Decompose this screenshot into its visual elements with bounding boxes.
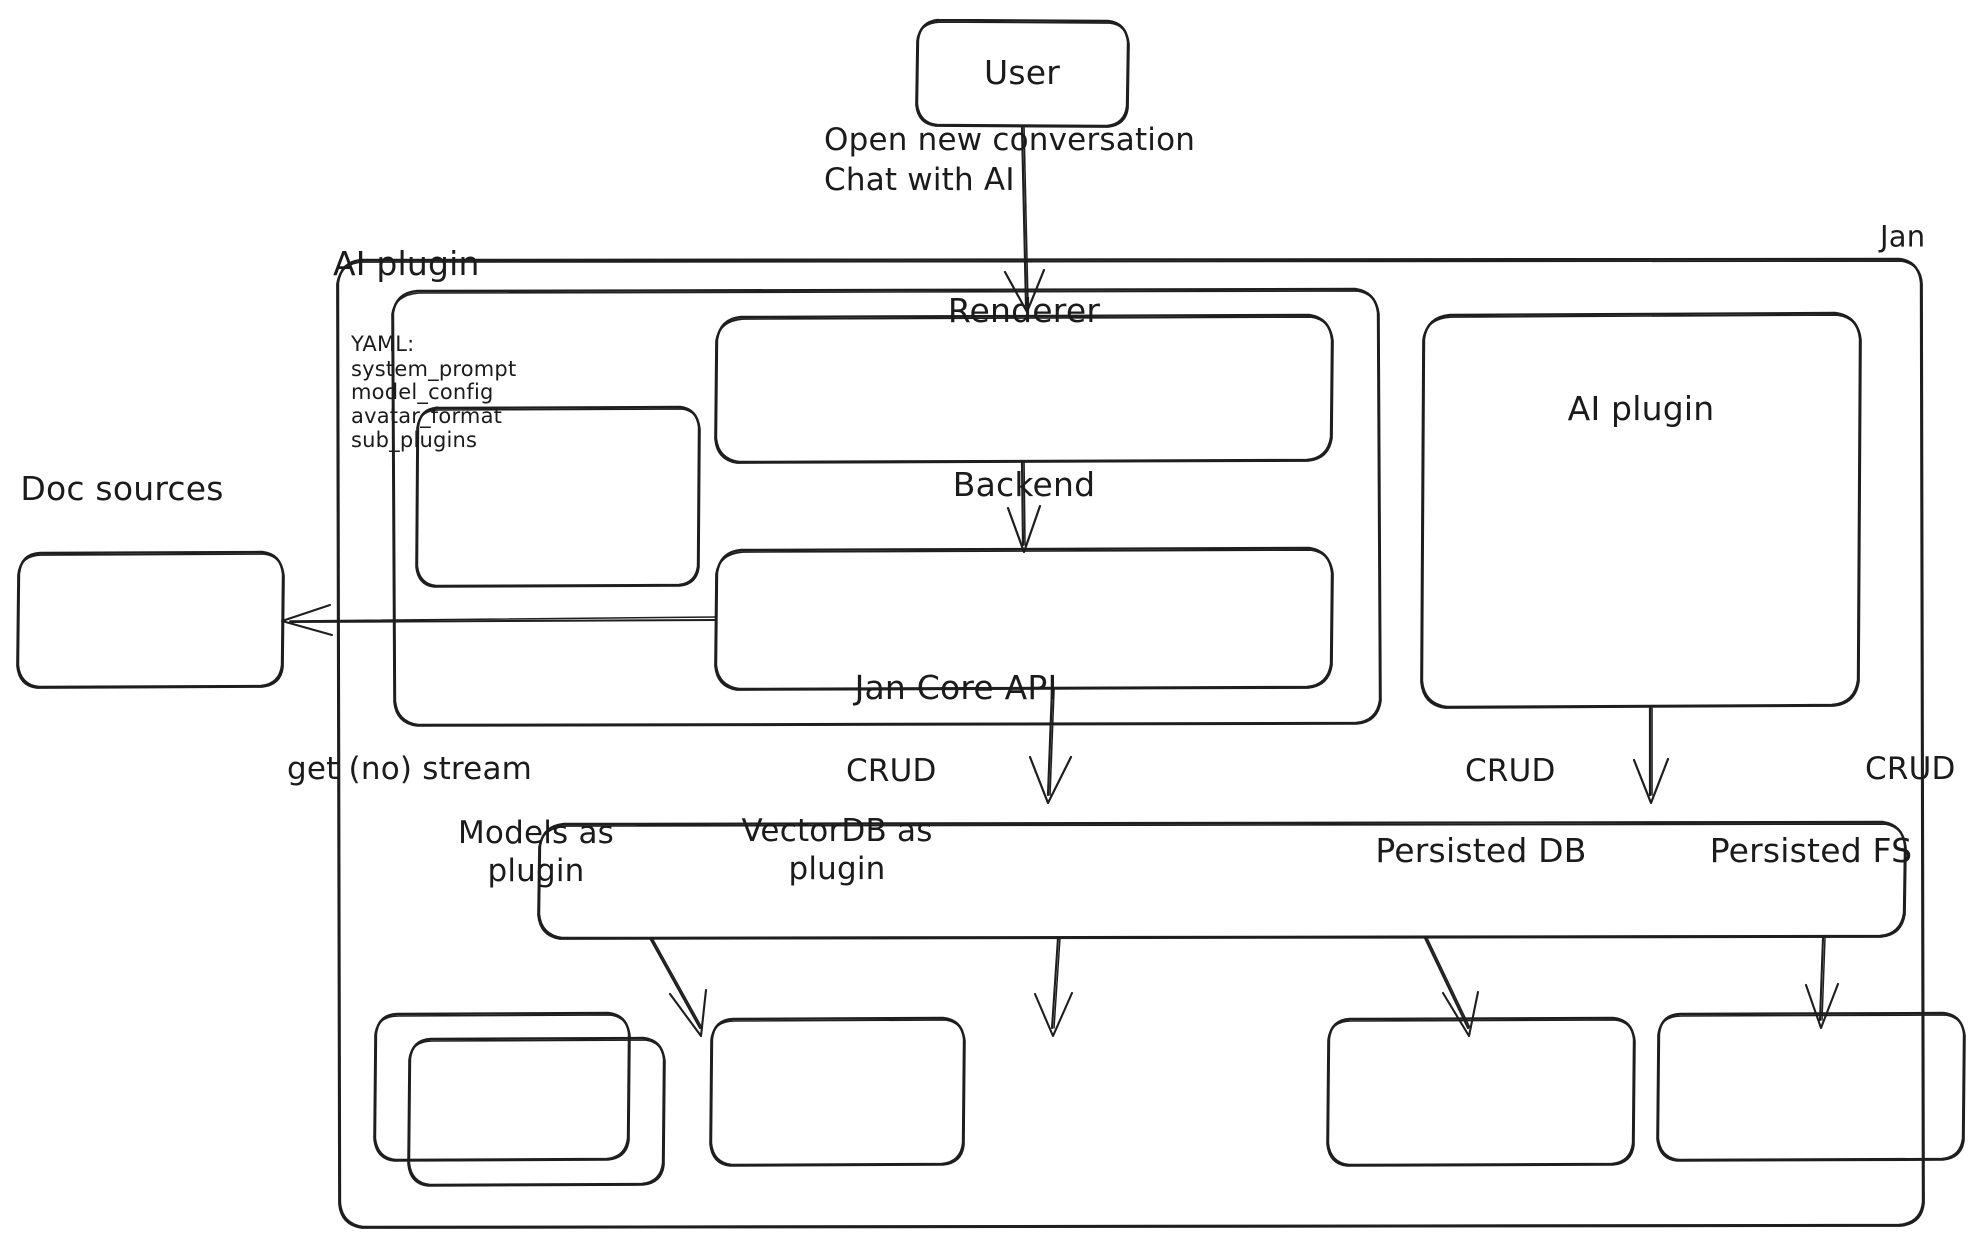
yaml-note-box-shape (415, 405, 701, 588)
node-label-persisted-db: Persisted DB (1375, 830, 1587, 870)
persisted-db-box-shape (1326, 1016, 1636, 1167)
jan-container-label: Jan (1880, 219, 1926, 254)
renderer-box-shape (714, 313, 1334, 464)
persisted-fs-box-shape (1656, 1011, 1966, 1162)
node-label-jan-core-api: Jan Core API (854, 667, 1058, 707)
yaml-note-line-1: model_config (351, 380, 494, 405)
backend-box-shape (714, 546, 1334, 691)
node-label-models: Models as plugin (457, 815, 615, 889)
edge-label-get-no-stream: get (no) stream (287, 751, 533, 788)
edge-core-to-persistedfs (1804, 936, 1840, 1030)
yaml-note-line-3: sub_plugins (351, 428, 478, 453)
user-box-shape (915, 18, 1130, 128)
ai-plugin-right-box-shape (1420, 311, 1862, 709)
node-label-persisted-fs: Persisted FS (1709, 830, 1913, 870)
edge-label-crud-persisted-fs: CRUD (1865, 751, 1956, 788)
edge-renderer-to-backend (1006, 459, 1042, 554)
edge-label-chat-with-ai: Chat with AI (824, 162, 1015, 199)
node-label-ai-plugin-right: AI plugin (1567, 388, 1715, 428)
edge-aiplugin-to-core (1632, 706, 1670, 805)
edge-label-crud-vectordb: CRUD (846, 753, 937, 790)
models-outer-box-shape (373, 1011, 631, 1162)
edge-label-open-conversation: Open new conversation (824, 122, 1196, 159)
node-label-backend: Backend (952, 464, 1096, 504)
jan-container-shape (336, 257, 1925, 1229)
jan-core-api-box-shape (537, 820, 1907, 940)
edge-backend-to-core (1028, 688, 1073, 805)
edge-label-crud-persisted-db: CRUD (1465, 753, 1556, 790)
doc-sources-box-shape (16, 550, 285, 689)
ai-plugin-group-label: AI plugin (333, 243, 480, 283)
yaml-note-line-0: system_prompt (351, 357, 517, 382)
edge-core-to-persisteddb (1423, 936, 1480, 1038)
ai-plugin-group-shape (391, 287, 1382, 727)
yaml-note-line-2: avatar_format (351, 404, 503, 429)
node-label-vectordb: VectorDB as plugin (741, 813, 933, 887)
edge-core-to-models (648, 936, 708, 1038)
models-box-shape (407, 1036, 666, 1187)
vectordb-box-shape (709, 1016, 966, 1167)
node-label-doc-sources: Doc sources (20, 468, 224, 508)
node-label-renderer: Renderer (947, 290, 1101, 330)
edge-backend-to-docsources (281, 604, 717, 636)
node-label-user: User (983, 52, 1061, 92)
edge-core-to-vectordb (1033, 936, 1074, 1038)
yaml-note-header: YAML: (351, 332, 415, 357)
edge-user-to-renderer (1003, 125, 1046, 314)
